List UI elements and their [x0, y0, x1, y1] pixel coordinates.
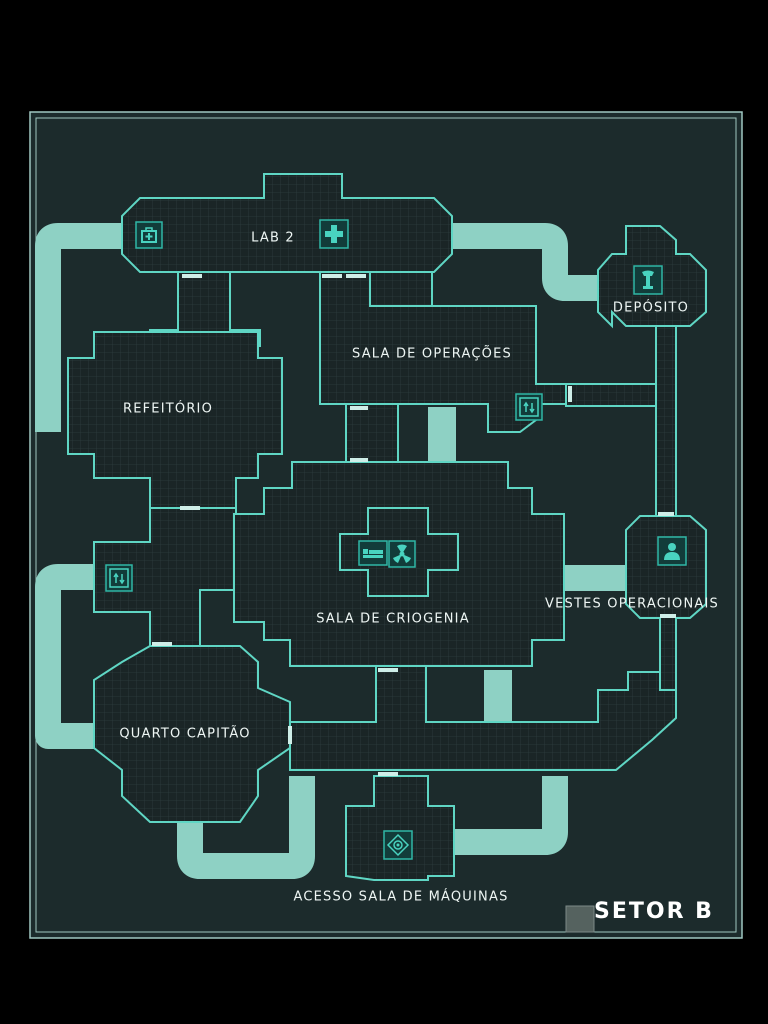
pipe-stub-operacoes — [428, 407, 456, 462]
sala-de-operacoes-room — [319, 271, 567, 433]
room-labels: LAB 2 DEPÓSITO SALA DE OPERAÇÕES REFEITÓ… — [119, 231, 719, 905]
bed-icon[interactable] — [358, 540, 388, 566]
door-operacoes-corridor — [350, 406, 368, 410]
map-inner-border — [35, 117, 737, 933]
door-vestes-south — [660, 614, 676, 618]
rooms — [67, 173, 707, 881]
person-icon[interactable] — [657, 536, 687, 566]
pipe-stub-criogenia — [484, 670, 512, 722]
room-label-refeitorio: REFEITÓRIO — [123, 401, 213, 417]
door-capitao-east — [288, 726, 292, 744]
door-maquinas-north — [378, 772, 398, 776]
sector-label: SETOR B — [594, 899, 714, 924]
corridor-operacoes-deposito — [565, 383, 657, 407]
door-deposito-south — [658, 512, 674, 516]
sector-marker — [565, 905, 595, 933]
room-label-lab-2: LAB 2 — [251, 231, 295, 246]
reactor-target-icon[interactable] — [383, 830, 413, 860]
room-label-acesso-sala-de-maquinas: ACESSO SALA DE MÁQUINAS — [293, 889, 508, 905]
elevator-icon[interactable] — [105, 564, 133, 592]
room-label-deposito: DEPÓSITO — [613, 300, 689, 316]
pipe-west-lower — [35, 564, 94, 749]
doors — [152, 274, 676, 776]
radiation-icon[interactable] — [388, 540, 416, 568]
pipes — [35, 223, 628, 879]
pipe-south-east — [454, 776, 568, 855]
door-lab-operacoes — [322, 274, 342, 278]
corridor-operacoes-criogenia — [345, 403, 399, 467]
door-refeitorio-south — [180, 506, 200, 510]
corridor-deposito-vestes — [655, 325, 677, 519]
room-label-vestes-operacionais: VESTES OPERACIONAIS — [545, 597, 719, 612]
pipe-north-east — [452, 223, 600, 301]
medical-cross-icon[interactable] — [319, 219, 349, 249]
wrench-icon[interactable] — [633, 265, 663, 295]
room-label-sala-de-operacoes: SALA DE OPERAÇÕES — [352, 346, 512, 362]
elevator-icon[interactable] — [515, 393, 543, 421]
pipe-west-upper — [35, 223, 124, 432]
pipe-south-west — [177, 776, 315, 879]
corridor-lab-refeitorio — [149, 271, 261, 347]
room-label-sala-de-criogenia: SALA DE CRIOGENIA — [316, 612, 470, 627]
quarto-capitao-room — [93, 645, 291, 823]
door-capitao-north — [152, 642, 172, 646]
acesso-sala-de-maquinas-room — [345, 775, 455, 881]
medkit-icon[interactable] — [135, 221, 163, 249]
room-label-quarto-capitao: QUARTO CAPITÃO — [119, 726, 250, 742]
door-criogenia-south — [378, 668, 398, 672]
door-lab-alcove — [346, 274, 366, 278]
door-operacoes-east — [568, 386, 572, 402]
corridor-south-ring — [289, 665, 677, 771]
door-lab-refeitorio — [182, 274, 202, 278]
lab-2-alcove — [369, 271, 433, 307]
lab-2-room — [121, 173, 453, 273]
door-criogenia-north — [350, 458, 368, 462]
